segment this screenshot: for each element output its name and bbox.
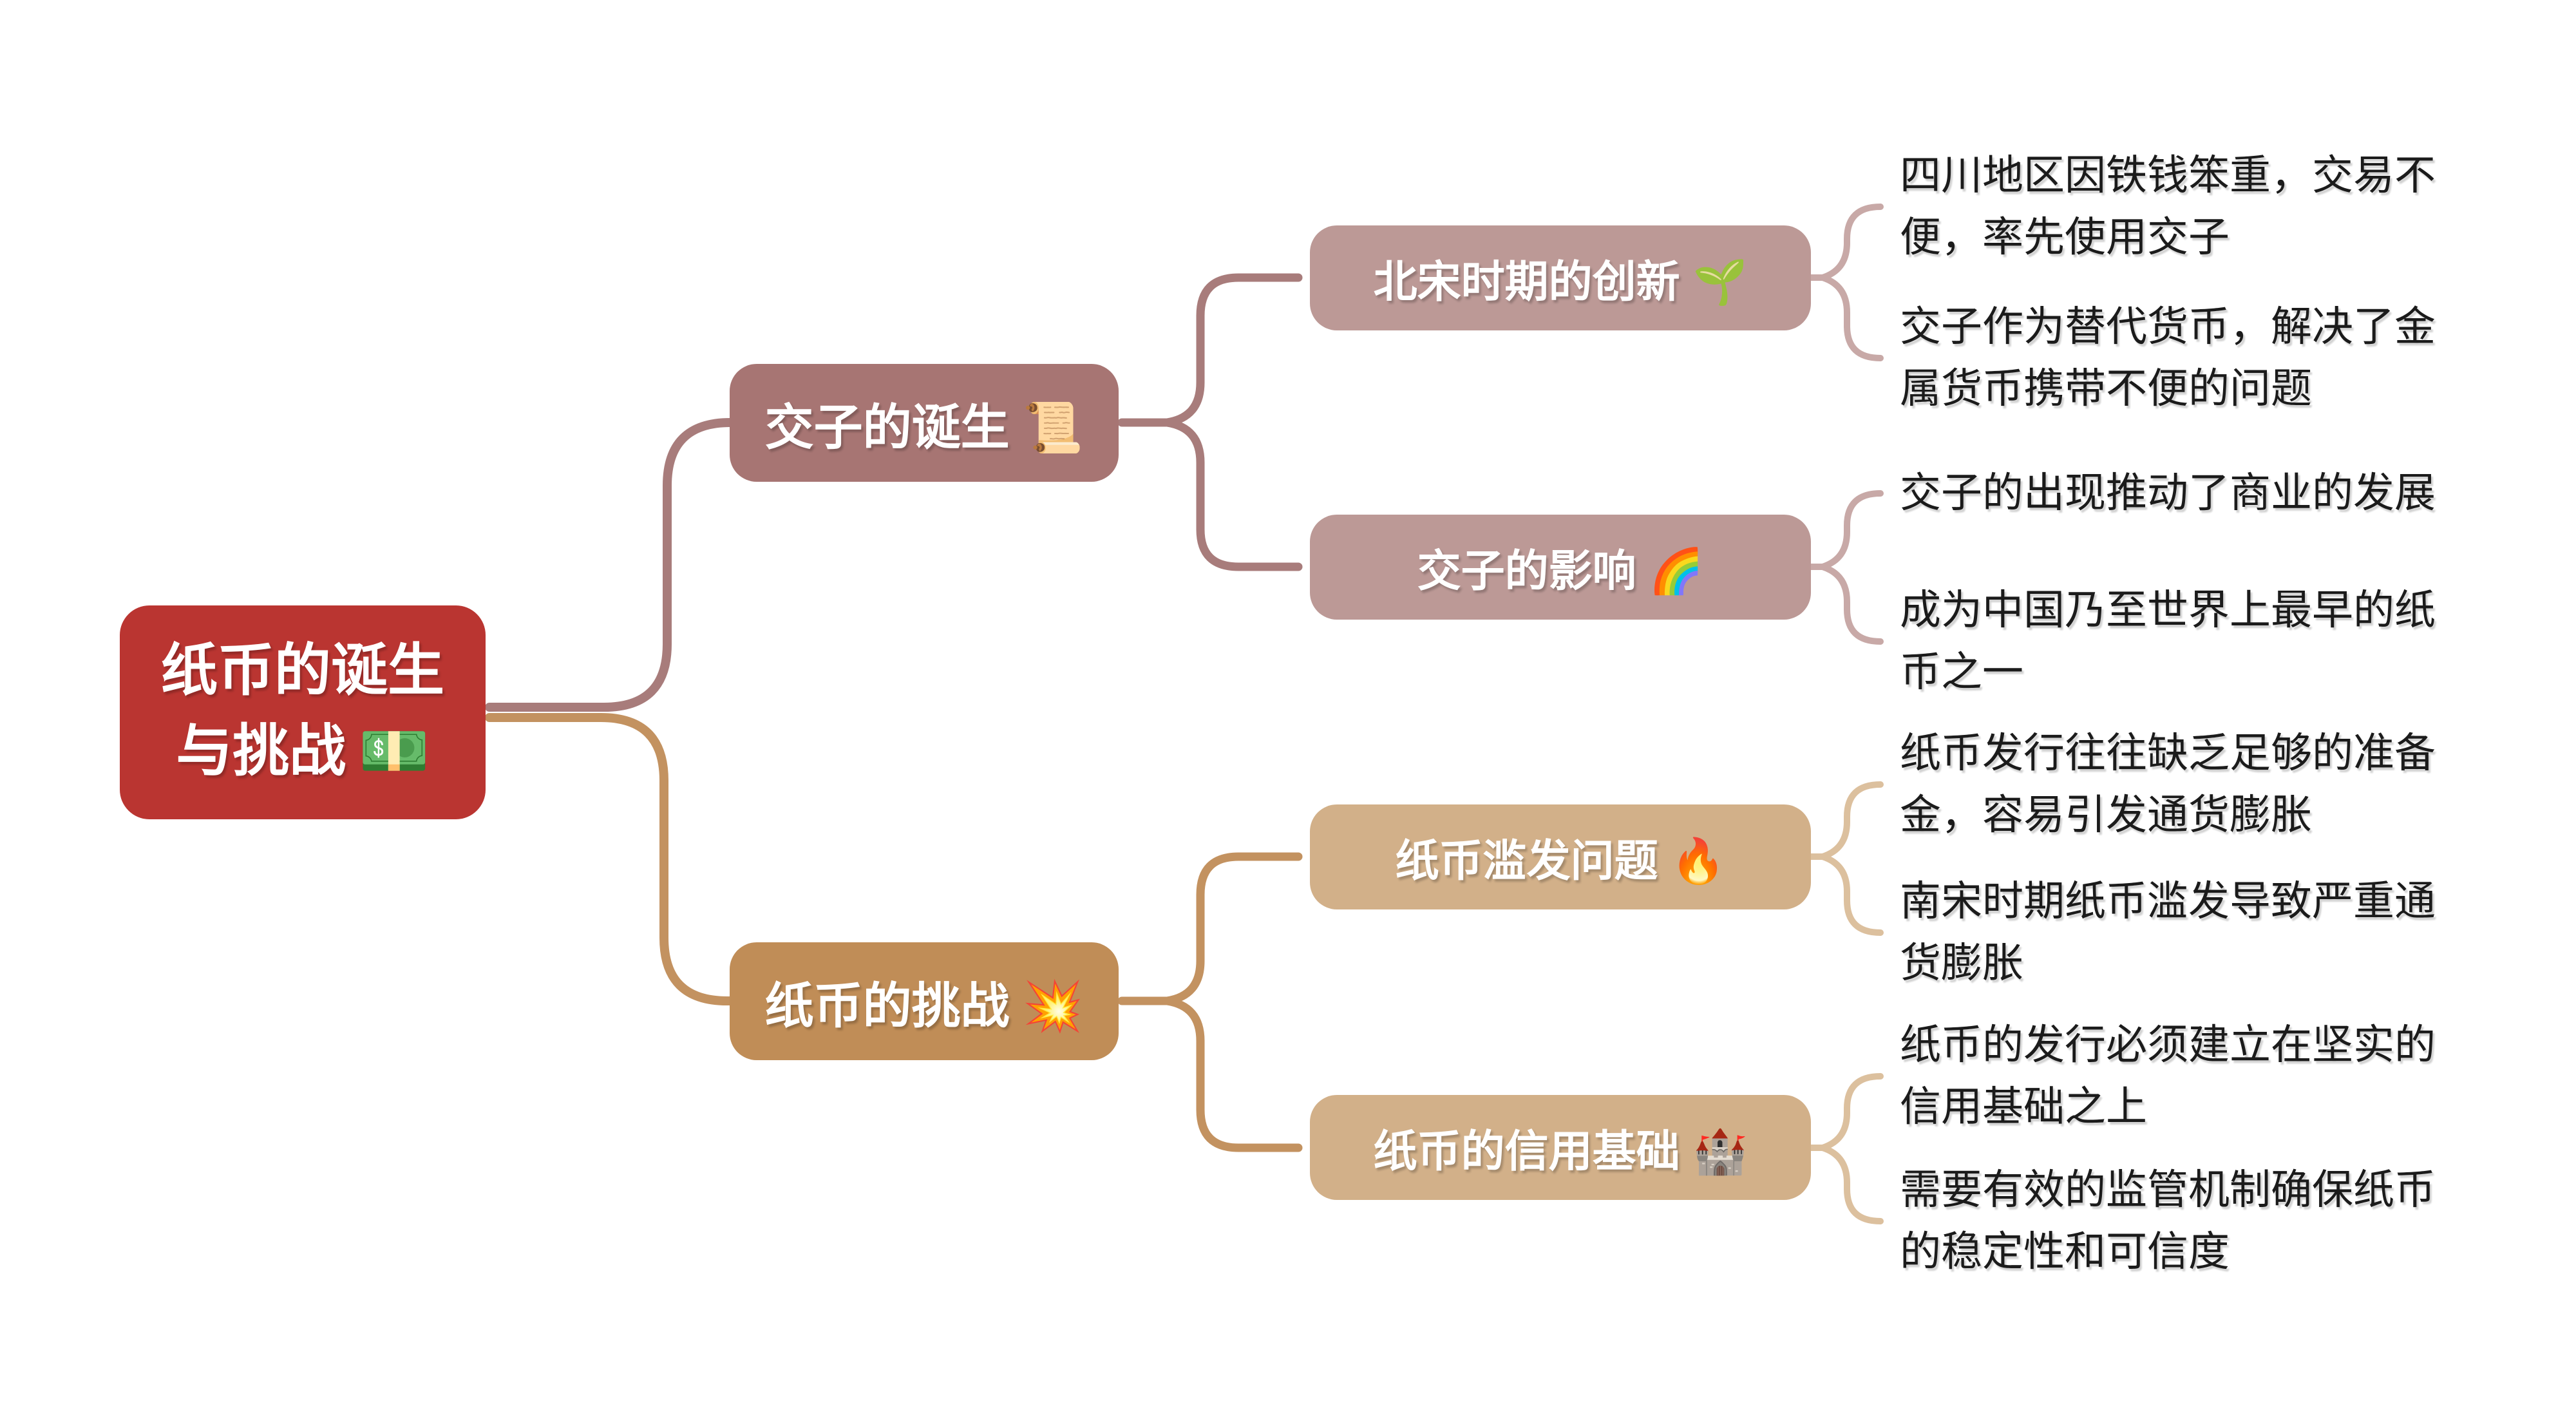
root-node[interactable]: 纸币的诞生 与挑战💵 <box>120 605 486 819</box>
leaf-note-solid-credit-basis[interactable]: 纸币的发行必须建立在坚实的 信用基础之上 <box>1900 1022 2436 1130</box>
brace-branch1-bottom <box>1162 418 1303 571</box>
scroll-icon: 📜 <box>1022 401 1084 455</box>
brace-leaf-4-top <box>1819 1073 1884 1151</box>
subnode-northern-song-innovation[interactable]: 北宋时期的创新🌱 <box>1310 225 1811 330</box>
subnode-overissue-problem-label: 纸币滥发问题 <box>1395 837 1658 886</box>
brace-leaf-1-top <box>1819 204 1884 281</box>
branch-node-paper-money-challenges[interactable]: 纸币的挑战💥 <box>730 942 1119 1060</box>
brace-leaf-1-bottom <box>1819 274 1884 361</box>
brace-leaf-4-bottom <box>1819 1145 1884 1224</box>
brace-leaf-3-top <box>1819 781 1884 860</box>
subnode-credit-foundation[interactable]: 纸币的信用基础🏰 <box>1310 1095 1811 1200</box>
leaf-note-regulation-mechanism[interactable]: 需要有效的监管机制确保纸币 的稳定性和可信度 <box>1900 1167 2436 1275</box>
seedling-icon: 🌱 <box>1692 258 1748 307</box>
brace-leaf-2-bottom <box>1819 564 1884 645</box>
collision-icon: 💥 <box>1022 979 1084 1034</box>
banknotes-icon: 💵 <box>359 721 430 783</box>
fire-icon: 🔥 <box>1671 837 1726 886</box>
brace-leaf-3-bottom <box>1819 853 1884 936</box>
subnode-northern-song-innovation-label: 北宋时期的创新 <box>1373 258 1680 307</box>
leaf-note-jiaozi-substitute-currency[interactable]: 交子作为替代货币，解决了金 属货币携带不便的问题 <box>1900 304 2436 412</box>
connector-root-to-branch2 <box>485 713 739 1005</box>
branch-jiaozi-birth-label: 交子的诞生 <box>764 401 1010 455</box>
subnode-overissue-problem[interactable]: 纸币滥发问题 🔥 <box>1310 804 1811 909</box>
connector-root-to-branch1 <box>485 418 739 712</box>
brace-branch2-bottom <box>1162 996 1303 1152</box>
brace-branch1-top <box>1162 273 1303 427</box>
branch-paper-money-challenges-label: 纸币的挑战 <box>764 979 1010 1034</box>
subnode-credit-foundation-label: 纸币的信用基础 <box>1373 1127 1680 1176</box>
subnode-jiaozi-influence-label: 交子的影响 <box>1417 547 1636 596</box>
root-label: 纸币的诞生 与挑战 <box>160 640 444 783</box>
root-label-wrap: 纸币的诞生 与挑战💵 <box>120 632 486 793</box>
brace-branch2-top <box>1162 852 1303 1005</box>
leaf-note-sichuan-iron-coins[interactable]: 四川地区因铁钱笨重，交易不 便，率先使用交子 <box>1900 153 2436 260</box>
leaf-note-commerce-development[interactable]: 交子的出现推动了商业的发展 <box>1900 470 2436 516</box>
branch-node-jiaozi-birth[interactable]: 交子的诞生📜 <box>730 364 1119 482</box>
subnode-jiaozi-influence[interactable]: 交子的影响 🌈 <box>1310 515 1811 620</box>
castle-icon: 🏰 <box>1692 1127 1748 1176</box>
brace-leaf-2-top <box>1819 490 1884 570</box>
leaf-note-earliest-paper-money[interactable]: 成为中国乃至世界上最早的纸 币之一 <box>1900 587 2436 695</box>
rainbow-icon: 🌈 <box>1649 547 1704 596</box>
leaf-note-insufficient-reserves[interactable]: 纸币发行往往缺乏足够的准备 金，容易引发通货膨胀 <box>1900 730 2436 838</box>
leaf-note-southern-song-inflation[interactable]: 南宋时期纸币滥发导致严重通 货膨胀 <box>1900 879 2436 986</box>
